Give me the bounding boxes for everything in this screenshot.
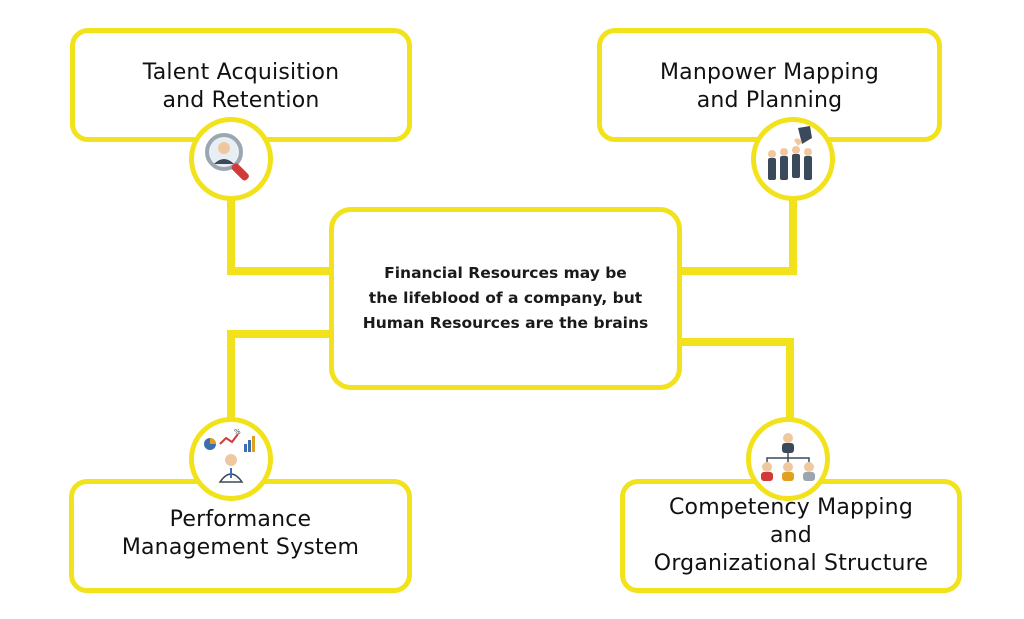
businessman-charts-icon: % (189, 417, 273, 501)
org-chart-icon (746, 417, 830, 501)
center-quote: Financial Resources may be the lifeblood… (362, 264, 649, 332)
node-manpower-mapping-label: Manpower Mapping and Planning (659, 60, 879, 113)
node-manpower-mapping: Manpower Mapping and Planning (597, 28, 942, 142)
connector-top-left (227, 195, 331, 275)
center-node: Financial Resources may be the lifeblood… (329, 207, 682, 390)
magnifier-person-icon (189, 117, 273, 201)
node-talent-acquisition: Talent Acquisition and Retention (70, 28, 412, 142)
node-performance-management-label: Performance Management System (121, 507, 360, 560)
connector-bottom-right (680, 338, 794, 420)
node-talent-acquisition-label: Talent Acquisition and Retention (142, 60, 340, 113)
connector-top-right (680, 195, 797, 275)
hand-picking-person-icon (751, 117, 835, 201)
connector-bottom-left (227, 330, 331, 420)
svg-text:%: % (234, 428, 241, 436)
node-competency-mapping-label: Competency Mapping and Organizational St… (653, 495, 929, 576)
